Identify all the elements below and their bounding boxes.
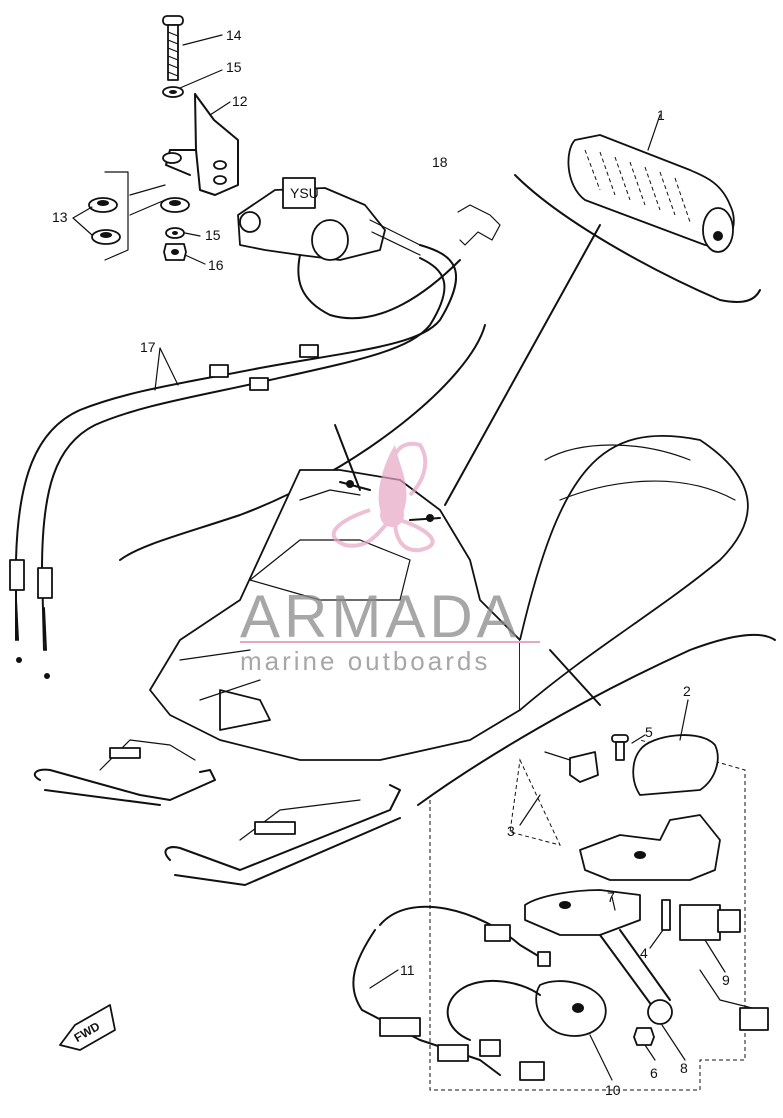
sensor-10 <box>446 979 607 1057</box>
svg-text:YSU: YSU <box>290 185 319 201</box>
throttle-cable-17 <box>9 244 461 679</box>
callout-7: 7 <box>607 889 615 905</box>
callout-8: 8 <box>680 1060 688 1076</box>
watermark: ARMADA marine outboards <box>240 441 540 676</box>
lever-8 <box>524 889 673 1025</box>
callout-numbers: 14 15 12 13 15 16 18 1 17 2 5 3 7 4 9 11… <box>52 27 730 1098</box>
callout-1: 1 <box>657 107 665 123</box>
switch-3 <box>544 751 599 783</box>
switch-9 <box>679 904 769 1031</box>
snowmobile-ski-left <box>33 739 216 806</box>
washer-15-top <box>162 86 184 98</box>
grip-1 <box>567 134 735 253</box>
nut-6 <box>633 1027 655 1046</box>
callout-11: 11 <box>400 962 415 978</box>
clip-18 <box>457 204 501 246</box>
callout-12: 12 <box>232 93 248 109</box>
bracket-12 <box>162 93 239 196</box>
top-right-divider <box>514 174 761 303</box>
middle-divider <box>119 324 486 561</box>
callout-2: 2 <box>683 683 691 699</box>
screw-4 <box>661 899 671 931</box>
nut-16 <box>163 243 187 261</box>
callout-6: 6 <box>650 1065 658 1081</box>
arrows-to-handlebar <box>334 224 601 706</box>
callout-16: 16 <box>208 257 224 273</box>
watermark-title: ARMADA <box>240 583 521 650</box>
callout-10: 10 <box>605 1082 621 1098</box>
snowmobile-body <box>149 435 749 761</box>
lower-right-divider <box>417 633 776 806</box>
watermark-logo <box>331 441 435 553</box>
callout-13: 13 <box>52 209 68 225</box>
callout-18: 18 <box>432 154 448 170</box>
watermark-subtitle: marine outboards <box>240 646 490 676</box>
callout-5: 5 <box>645 724 653 740</box>
cable-11 <box>352 905 551 1081</box>
screw-5 <box>611 734 629 761</box>
snowmobile-ski-right <box>164 784 401 886</box>
lever-bracket <box>579 814 721 881</box>
callout-9: 9 <box>722 972 730 988</box>
cover-2 <box>632 734 719 796</box>
callout-15-lower: 15 <box>205 227 221 243</box>
fwd-arrow: FWD <box>59 1004 116 1051</box>
callout-3: 3 <box>507 823 515 839</box>
callout-4: 4 <box>640 945 648 961</box>
throttle-housing: YSU <box>237 177 421 261</box>
washer-15-lower <box>165 227 185 239</box>
callout-17: 17 <box>140 339 156 355</box>
callout-14: 14 <box>226 27 242 43</box>
lever-assembly-box <box>429 739 746 1091</box>
callout-leaders <box>72 34 726 1081</box>
bolt-14 <box>162 15 184 81</box>
grommets-13 <box>88 171 190 261</box>
callout-15-top: 15 <box>226 59 242 75</box>
